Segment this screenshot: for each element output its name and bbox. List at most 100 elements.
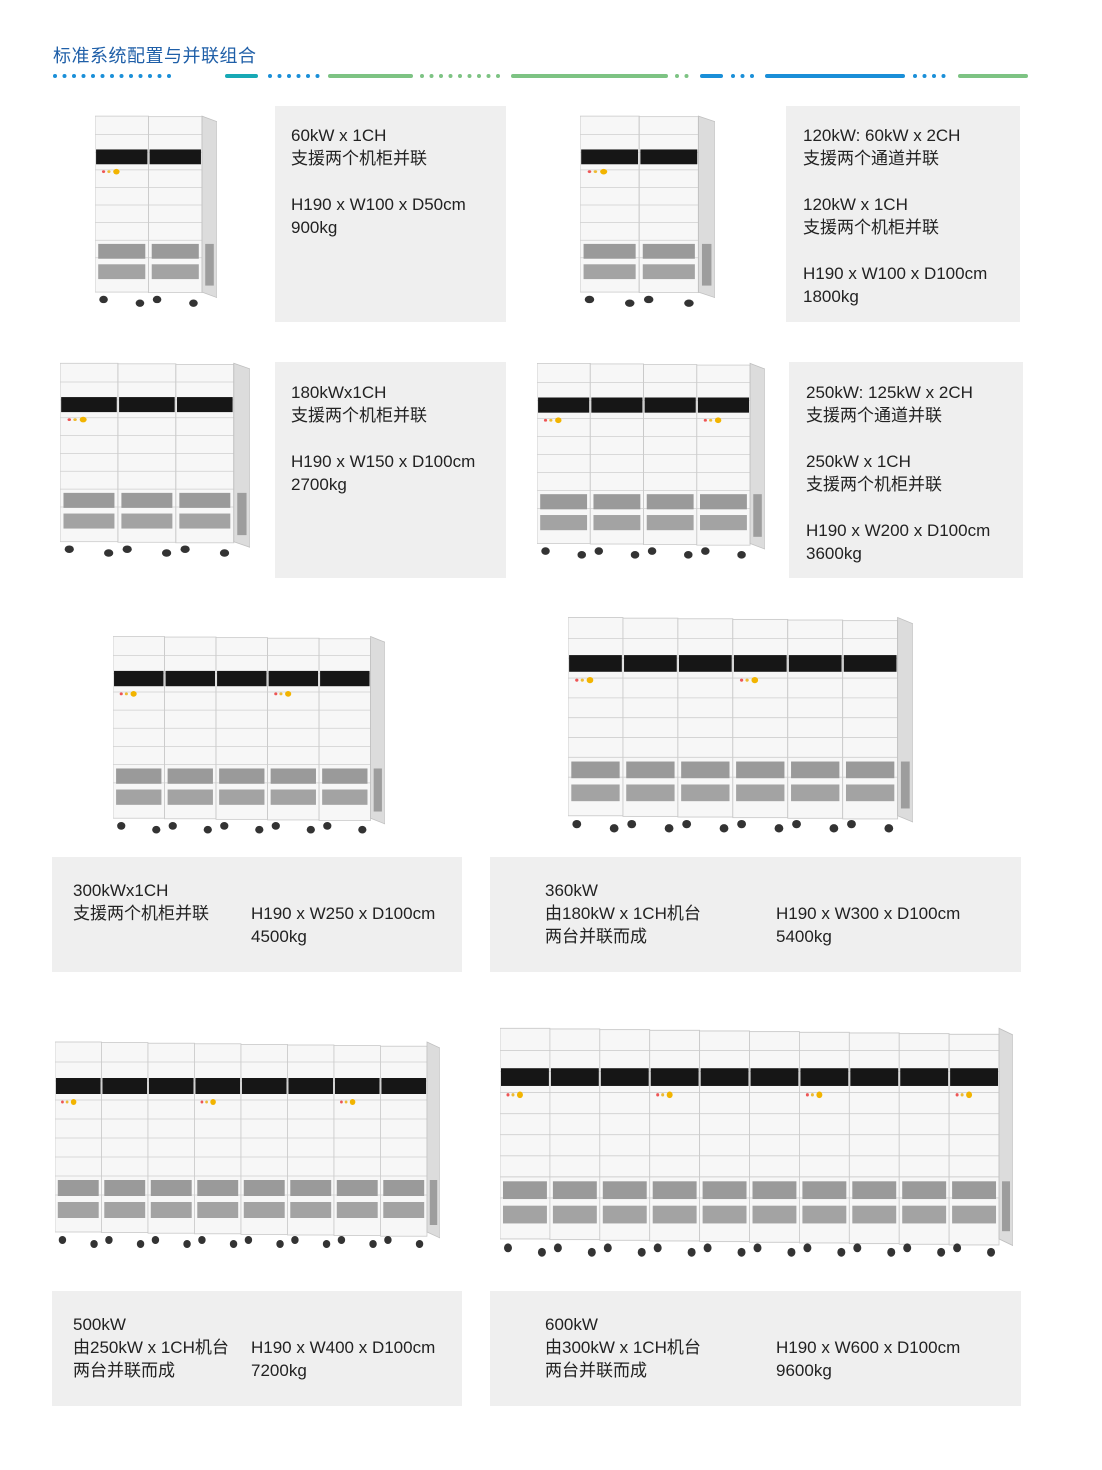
vent-grille	[552, 1205, 597, 1224]
spec-line: 5400kg	[776, 927, 832, 946]
spec-line: 120kW: 60kW x 2CH	[803, 126, 961, 145]
rule-dot	[740, 74, 745, 78]
spec-paragraph: H190 x W100 x D50cm 900kg	[291, 193, 506, 239]
display-band	[241, 1078, 287, 1094]
display-band	[788, 655, 842, 672]
caster-wheel	[337, 1236, 346, 1244]
vent-grille	[151, 243, 199, 259]
cabinet-panel	[537, 362, 591, 544]
caster-wheel	[152, 825, 161, 834]
vent-grille	[602, 1205, 647, 1224]
spec-line: 60kW x 1CH	[291, 126, 387, 145]
vent-grille	[552, 1181, 597, 1200]
vent-grille	[104, 1180, 146, 1196]
display-band	[644, 397, 696, 413]
display-band	[733, 655, 787, 672]
caster-wheel	[541, 547, 550, 555]
vent-grille	[290, 1202, 332, 1218]
rule-dot	[684, 74, 689, 78]
caster-wheel	[803, 1243, 812, 1253]
spec-line: 支援两个机柜并联	[291, 406, 427, 425]
rule-dot	[315, 74, 320, 78]
vent-grille	[98, 264, 146, 280]
vent-grille	[791, 784, 840, 802]
rule-dot	[932, 74, 936, 78]
display-band	[950, 1068, 999, 1086]
spec-line: 2700kg	[291, 475, 347, 494]
rule-dot	[62, 74, 67, 78]
emergency-stop-icon	[966, 1091, 973, 1099]
spec-line: H190 x W100 x D50cm	[291, 195, 466, 214]
vent-grille	[752, 1205, 797, 1224]
spec-line: 120kW x 1CH	[803, 195, 908, 214]
display-band	[569, 655, 622, 672]
emergency-stop-icon	[666, 1091, 673, 1099]
vent-grille	[98, 243, 146, 259]
vent-grille	[57, 1180, 99, 1196]
vent-grille	[151, 264, 199, 280]
cabinet-panel	[60, 362, 119, 543]
caster-wheel	[774, 824, 784, 833]
vent-grille	[322, 768, 368, 784]
caster-wheel	[737, 551, 746, 559]
caster-wheel	[627, 819, 637, 829]
vent-grille	[646, 515, 694, 531]
caster-wheel	[687, 1247, 696, 1257]
display-band	[900, 1068, 949, 1086]
vent-grille	[57, 1202, 99, 1218]
vent-grille	[802, 1205, 847, 1224]
caster-wheel	[753, 1243, 762, 1253]
cabinet-panel	[580, 115, 640, 293]
emergency-stop-icon	[600, 168, 608, 175]
vent-grille	[702, 1205, 747, 1224]
rule-dot	[477, 74, 481, 78]
display-band	[268, 670, 319, 687]
vent-grille	[63, 513, 115, 529]
display-band	[697, 397, 750, 413]
rule-dot	[429, 74, 434, 78]
spec-line: 由180kW x 1CH机台	[545, 904, 701, 923]
spec-line: 900kg	[291, 218, 338, 237]
rule-dot	[148, 74, 152, 78]
vent-grille	[540, 494, 588, 510]
cabinet-panel	[568, 617, 624, 817]
caster-wheel	[701, 547, 710, 555]
caster-wheel	[594, 547, 604, 555]
vent-grille	[571, 784, 620, 802]
rule-dot	[913, 74, 917, 78]
vent-grille	[681, 784, 730, 802]
display-band	[550, 1068, 599, 1086]
cabinet-image-500kw	[55, 1041, 440, 1248]
rule-dot	[129, 74, 133, 78]
vent-grille	[852, 1205, 897, 1224]
display-band	[650, 1068, 699, 1086]
spec-line: 支援两个机柜并联	[806, 475, 942, 494]
caster-wheel	[99, 295, 108, 304]
vent-grille	[197, 1180, 239, 1196]
display-band	[102, 1078, 148, 1094]
caster-wheel	[572, 819, 582, 829]
section-title: 标准系统配置与并联组合	[53, 46, 257, 66]
display-band	[500, 1068, 549, 1086]
caster-wheel	[537, 1247, 546, 1257]
display-band	[700, 1068, 749, 1086]
vent-grille	[593, 515, 641, 531]
cabinet-image-250kw	[537, 362, 765, 559]
emergency-stop-icon	[516, 1091, 523, 1099]
caster-wheel	[136, 1240, 145, 1248]
emergency-stop-icon	[751, 677, 759, 684]
caster-wheel	[323, 822, 332, 830]
vent-grille	[602, 1181, 647, 1200]
caster-wheel	[603, 1243, 612, 1253]
rule-dot	[287, 74, 291, 78]
